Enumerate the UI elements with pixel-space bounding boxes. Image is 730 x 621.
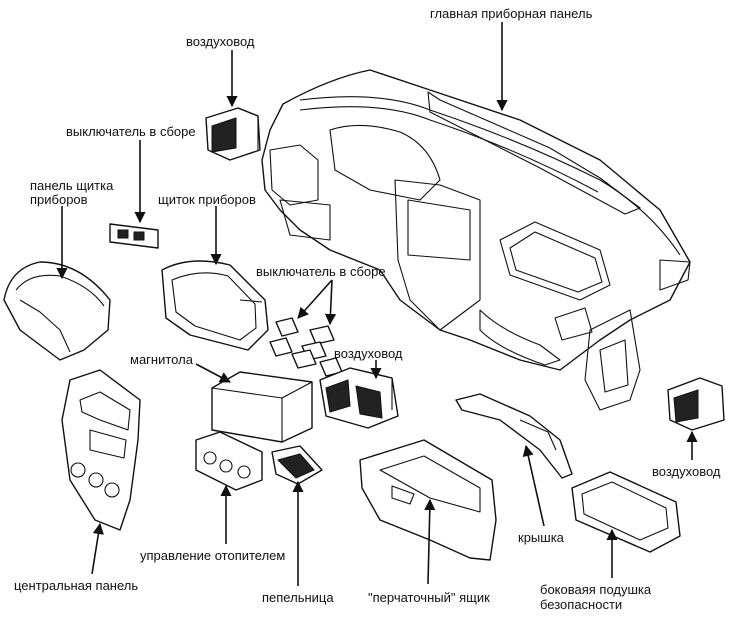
leader-lines [56, 22, 698, 586]
label-side-airbag-line2: безопасности [540, 597, 623, 612]
label-heater-control: управление отопителем [140, 548, 286, 563]
glove-box-part [359, 439, 497, 561]
main-instrument-panel [261, 69, 691, 411]
label-side-airbag-line1: боковаяя подушка [540, 582, 652, 597]
label-glove-box: "перчаточный" ящик [368, 590, 490, 605]
heater-control-part [195, 431, 263, 491]
air-duct-top-part [205, 107, 261, 161]
label-cluster-panel-line1: панель щитка [30, 178, 114, 193]
label-air-duct-center: воздуховод [334, 346, 403, 361]
center-panel-part [61, 369, 141, 531]
label-air-duct-top: воздуховод [186, 34, 255, 49]
label-instrument-cluster: щиток приборов [158, 192, 256, 207]
label-air-duct-right: воздуховод [652, 464, 721, 479]
switch-assembly-small-part [109, 223, 159, 249]
cover-part [455, 393, 573, 479]
label-cluster-panel-line2: приборов [30, 192, 88, 207]
air-duct-right-part [667, 377, 725, 431]
label-ashtray: пепельница [262, 590, 334, 605]
radio-part [211, 371, 313, 443]
instrument-cluster-part [161, 260, 269, 351]
label-main-panel: главная приборная панель [430, 6, 593, 21]
label-center-panel: центральная панель [14, 578, 139, 593]
label-switch-assembly-left: выключатель в сборе [66, 124, 196, 139]
side-airbag-part [571, 471, 681, 553]
label-switch-assembly-center: выключатель в сборе [256, 264, 386, 279]
label-radio: магнитола [130, 352, 193, 367]
switch-assembly-group-part [269, 317, 343, 377]
air-duct-center-part [319, 367, 399, 429]
ashtray-part [271, 445, 323, 485]
cluster-hood-part [3, 261, 111, 361]
label-cover: крышка [518, 530, 564, 545]
